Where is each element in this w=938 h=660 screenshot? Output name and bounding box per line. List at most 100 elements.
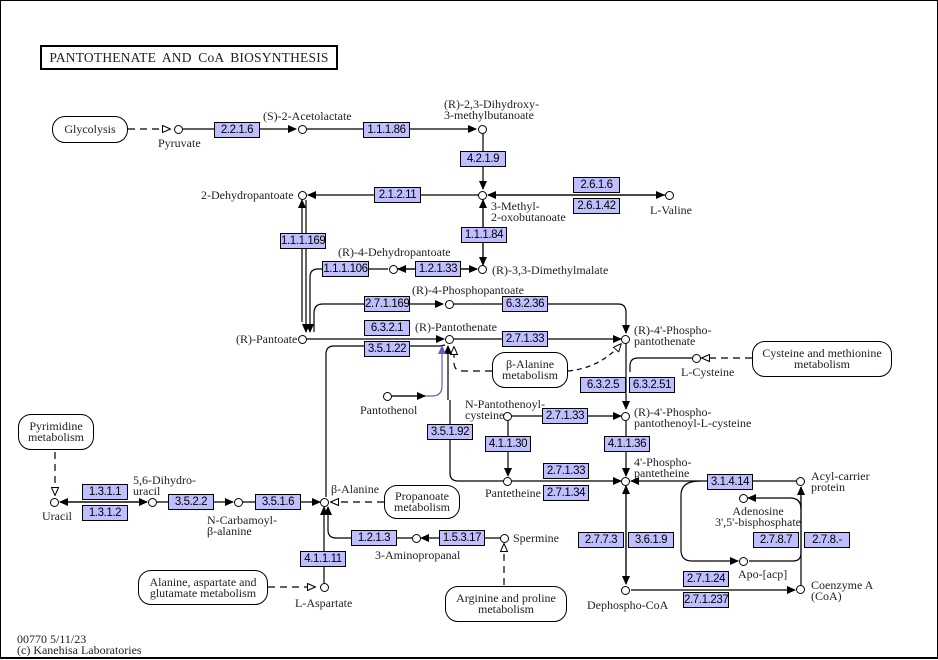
- label-dihydroxy-methylbutanoate: (R)-2,3-Dihydroxy- 3-methylbutanoate: [444, 97, 539, 122]
- compound-dihydrouracil[interactable]: [148, 498, 157, 507]
- enzyme-6-3-2-5[interactable]: 6.3.2.5: [580, 377, 626, 393]
- enzyme-1-1-1-86[interactable]: 1.1.1.86: [363, 122, 410, 138]
- label-l-aspartate: L-Aspartate: [295, 596, 353, 610]
- enzyme-3-1-4-14[interactable]: 3.1.4.14: [707, 474, 753, 490]
- enzyme-1-5-3-17[interactable]: 1.5.3.17: [439, 530, 485, 546]
- compound-3-aminopropanal[interactable]: [412, 534, 421, 543]
- label-methyl-oxobutanoate: 3-Methyl- 2-oxobutanoate: [491, 199, 566, 224]
- enzyme-1-1-1-106[interactable]: 1.1.1.106: [322, 261, 369, 277]
- label-apo-acp: Apo-[acp]: [738, 567, 788, 581]
- compound-n-carbamoyl-beta-alanine[interactable]: [234, 498, 243, 507]
- compound-r4-dehydropantoate[interactable]: [389, 265, 398, 274]
- label-phosphopantothenate: (R)-4'-Phospho- pantothenate: [634, 323, 712, 348]
- compound-phosphopantothenate[interactable]: [621, 335, 630, 344]
- enzyme-6-3-2-1[interactable]: 6.3.2.1: [364, 320, 410, 336]
- compound-phosphopantetheine[interactable]: [621, 477, 630, 486]
- compound-dimethylmalate[interactable]: [478, 265, 487, 274]
- enzyme-2-7-7-3[interactable]: 2.7.7.3: [578, 532, 624, 548]
- link-pantothenate-pantetheine: [449, 400, 504, 482]
- enzyme-6-3-2-51[interactable]: 6.3.2.51: [629, 377, 675, 393]
- compound-beta-alanine[interactable]: [320, 498, 329, 507]
- link-r4phospho-phosphopantothenate: [454, 303, 630, 334]
- link-cysteine-phosphopantothenate: [629, 357, 692, 372]
- label-2-dehydropantoate: 2-Dehydropantoate: [201, 188, 294, 202]
- compound-2-dehydropantoate[interactable]: [298, 191, 307, 200]
- label-coenzyme-a: Coenzyme A (CoA): [811, 578, 874, 603]
- map-beta-alanine-metabolism[interactable]: β-Alanine metabolism: [492, 352, 568, 388]
- enzyme-3-5-1-22[interactable]: 3.5.1.22: [364, 341, 410, 357]
- label-n-carbamoyl-beta-alanine: N-Carbamoyl- β-alanine: [207, 513, 277, 538]
- map-title: PANTOTHENATE AND CoA BIOSYNTHESIS: [40, 45, 338, 70]
- compound-apo-acp[interactable]: [739, 557, 748, 566]
- map-cysteine-methionine-metabolism[interactable]: Cysteine and methionine metabolism: [752, 341, 892, 377]
- label-pyruvate: Pyruvate: [158, 136, 201, 150]
- enzyme-1-1-1-169[interactable]: 1.1.1.169: [280, 233, 326, 249]
- compound-l-valine[interactable]: [665, 191, 674, 200]
- label-beta-alanine: β-Alanine: [331, 482, 380, 496]
- enzyme-1-1-1-84[interactable]: 1.1.1.84: [461, 227, 507, 243]
- compound-pantetheine[interactable]: [503, 477, 512, 486]
- enzyme-3-5-1-6[interactable]: 3.5.1.6: [255, 494, 301, 510]
- compound-acetolactate[interactable]: [298, 125, 307, 134]
- map-arginine-proline-metabolism[interactable]: Arginine and proline metabolism: [445, 586, 567, 622]
- compound-n-pantothenoylcysteine[interactable]: [503, 412, 512, 421]
- enzyme-2-7-1-33-npantothenoylcysteine[interactable]: 2.7.1.33: [542, 408, 588, 424]
- compound-pyruvate[interactable]: [174, 125, 183, 134]
- map-glycolysis[interactable]: Glycolysis: [52, 116, 128, 143]
- enzyme-2-7-1-34[interactable]: 2.7.1.34: [543, 485, 589, 501]
- enzyme-2-2-1-6[interactable]: 2.2.1.6: [214, 122, 260, 138]
- enzyme-2-7-8-x[interactable]: 2.7.8.-: [804, 532, 850, 548]
- enzyme-6-3-2-36[interactable]: 6.3.2.36: [502, 296, 548, 312]
- enzyme-3-5-1-92[interactable]: 3.5.1.92: [427, 424, 473, 440]
- link-acp-loop: [680, 480, 739, 565]
- enzyme-1-3-1-1[interactable]: 1.3.1.1: [82, 484, 128, 500]
- compound-l-aspartate[interactable]: [320, 583, 329, 592]
- enzyme-1-3-1-2[interactable]: 1.3.1.2: [82, 505, 128, 521]
- enzyme-4-1-1-11[interactable]: 4.1.1.11: [300, 551, 346, 567]
- label-r4-dehydropantoate: (R)-4-Dehydropantoate: [338, 245, 451, 259]
- compound-dephospho-coa[interactable]: [621, 586, 630, 595]
- enzyme-4-2-1-9[interactable]: 4.2.1.9: [460, 151, 506, 167]
- map-pyrimidine-metabolism[interactable]: Pyrimidine metabolism: [18, 414, 94, 450]
- compound-coenzyme-a[interactable]: [796, 585, 805, 594]
- enzyme-1-2-1-33[interactable]: 1.2.1.33: [415, 261, 461, 277]
- compound-pantothenol[interactable]: [383, 392, 392, 401]
- enzyme-2-7-1-33-pantetheine[interactable]: 2.7.1.33: [543, 463, 589, 479]
- enzyme-2-7-1-24[interactable]: 2.7.1.24: [683, 571, 729, 587]
- enzyme-2-6-1-6[interactable]: 2.6.1.6: [573, 177, 620, 193]
- compound-adenosine-bisphosphate[interactable]: [739, 494, 748, 503]
- compound-acyl-carrier-protein[interactable]: [796, 477, 805, 486]
- enzyme-4-1-1-36[interactable]: 4.1.1.36: [604, 436, 650, 452]
- enzyme-1-2-1-3[interactable]: 1.2.1.3: [351, 530, 397, 546]
- enzyme-2-7-8-7[interactable]: 2.7.8.7: [753, 532, 799, 548]
- footer-copyright: (c) Kanehisa Laboratories: [17, 643, 142, 657]
- compound-phosphopantothenoyl-cysteine[interactable]: [621, 412, 630, 421]
- label-acyl-carrier-protein: Acyl-carrier protein: [811, 469, 870, 494]
- label-dimethylmalate: (R)-3,3-Dimethylmalate: [492, 263, 609, 277]
- compound-dihydroxy-methylbutanoate[interactable]: [478, 125, 487, 134]
- link-pantoate-r4phospho: [313, 300, 444, 332]
- compound-r-pantothenate[interactable]: [445, 335, 454, 344]
- enzyme-2-7-1-237[interactable]: 2.7.1.237: [683, 592, 729, 608]
- compound-r4-phosphopantoate[interactable]: [445, 300, 454, 309]
- compound-spermine[interactable]: [500, 534, 509, 543]
- label-dephospho-coa: Dephospho-CoA: [587, 598, 669, 612]
- enzyme-2-7-1-169[interactable]: 2.7.1.169: [364, 296, 410, 312]
- enzyme-3-5-2-2[interactable]: 3.5.2.2: [168, 494, 214, 510]
- enzyme-2-6-1-42[interactable]: 2.6.1.42: [573, 198, 620, 214]
- compound-uracil[interactable]: [50, 498, 59, 507]
- enzyme-3-6-1-9[interactable]: 3.6.1.9: [628, 532, 674, 548]
- compound-methyl-oxobutanoate[interactable]: [478, 191, 487, 200]
- link-aminopropanal-balanine: [324, 506, 412, 539]
- map-propanoate-metabolism[interactable]: Propanoate metabolism: [384, 485, 460, 519]
- map-alanine-aspartate-glutamate-metabolism[interactable]: Alanine, aspartate and glutamate metabol…: [138, 570, 268, 605]
- enzyme-2-7-1-33-pantothenate[interactable]: 2.7.1.33: [502, 331, 548, 347]
- compound-r-pantoate[interactable]: [298, 335, 307, 344]
- compound-l-cysteine[interactable]: [692, 354, 701, 363]
- enzyme-4-1-1-30[interactable]: 4.1.1.30: [485, 436, 531, 452]
- label-r4-phosphopantoate: (R)-4-Phosphopantoate: [412, 283, 524, 297]
- enzyme-2-1-2-11[interactable]: 2.1.2.11: [374, 187, 421, 203]
- label-acetolactate: (S)-2-Acetolactate: [263, 109, 352, 123]
- link-balanine-metab-phosphopantothenate: [567, 344, 621, 372]
